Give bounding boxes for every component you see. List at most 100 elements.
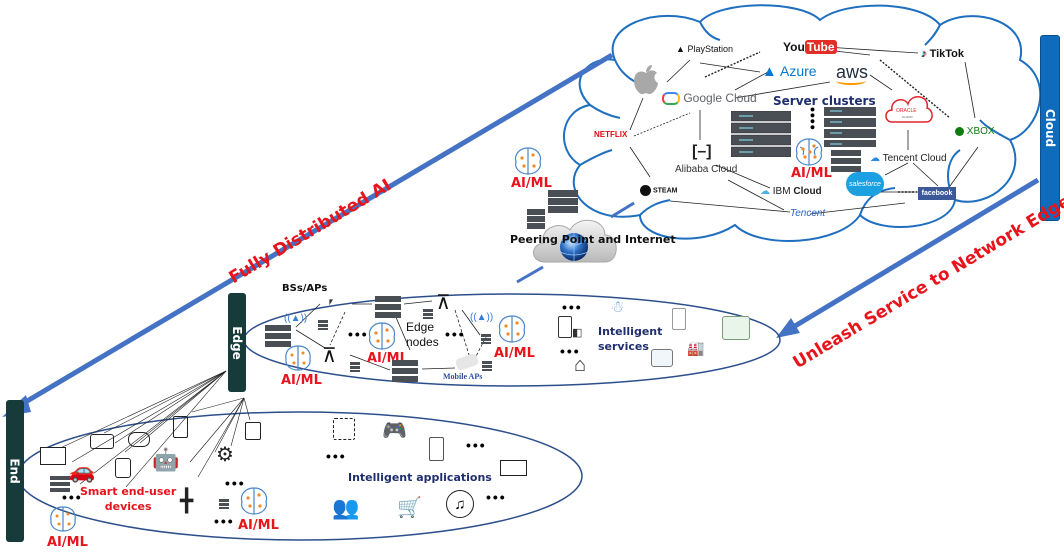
brain-icon xyxy=(498,315,526,343)
end-aiml-label-2: AI/ML xyxy=(238,518,279,533)
playstation-label: PlayStation xyxy=(687,44,733,54)
apps-ellipsis-2: ••• xyxy=(466,437,487,453)
drone-icon: ⎖ xyxy=(326,294,336,308)
connected-car-icon: 🚗 xyxy=(68,458,96,483)
smartphone-landscape-icon xyxy=(90,434,114,449)
oracle-sublabel: CLOUD xyxy=(902,115,913,119)
devices-line1: Smart end-user xyxy=(80,485,177,498)
server-mini-icon xyxy=(219,499,229,509)
mobile-aps-label: Mobile APs xyxy=(443,372,483,381)
cell-tower-icon: ⊼ xyxy=(322,345,337,367)
google-cloud-logo: Google Cloud xyxy=(662,91,757,106)
cloud-inner-arcs xyxy=(579,21,1011,216)
xbox-label: XBOX xyxy=(966,126,995,137)
youtube-you: You xyxy=(783,40,805,54)
tencent-cloud-icon: ☁ xyxy=(870,153,880,164)
end-aiml-label-1: AI/ML xyxy=(47,535,88,550)
services-line1: Intelligent xyxy=(598,325,663,338)
brain-icon xyxy=(285,345,311,371)
tiktok-logo: ♪ TikTok xyxy=(921,48,964,60)
playstation-icon: ▲ xyxy=(676,44,685,54)
end-ellipsis-2: ••• xyxy=(225,475,246,491)
server-mini-icon xyxy=(482,361,492,371)
health-monitor-icon xyxy=(245,422,261,440)
brain-icon xyxy=(240,487,268,515)
intelligent-applications-label: Intelligent applications xyxy=(348,471,492,484)
azure-icon: ▲ xyxy=(762,63,777,80)
google-cloud-icon xyxy=(662,92,680,106)
tier-edge-label: Edge xyxy=(230,325,245,360)
intelligent-services-label: Intelligent services xyxy=(598,324,662,354)
apps-ellipsis-3: ••• xyxy=(486,489,507,505)
peering-edge-link xyxy=(516,265,544,284)
tencent-cloud-label: Tencent Cloud xyxy=(882,153,947,164)
edge-to-end-lines xyxy=(55,370,251,488)
peering-cloud-icon xyxy=(533,220,617,263)
brain-icon xyxy=(368,322,396,350)
ai-smartphone-icon xyxy=(429,437,444,461)
aws-label: aws xyxy=(836,62,869,82)
server-rack-icon xyxy=(265,325,291,347)
fully-distributed-arrow-line xyxy=(10,52,614,413)
edge-nodes-line2: nodes xyxy=(406,335,439,349)
server-rack-icon xyxy=(527,209,545,229)
smart-agriculture-icon xyxy=(722,316,750,340)
brain-icon xyxy=(514,147,542,175)
azure-logo: ▲ Azure xyxy=(762,63,817,80)
vr-headset-icon xyxy=(128,432,150,447)
edge-aiml-label-3: AI/ML xyxy=(494,346,535,361)
ibm-cloud-suffix: Cloud xyxy=(793,186,822,197)
music-icon: ♫ xyxy=(446,490,474,518)
server-mini-icon xyxy=(350,362,360,372)
cloud-outline xyxy=(563,4,1042,242)
server-clusters-title: Server clusters xyxy=(773,94,876,108)
edge-ellipsis-2: ••• xyxy=(445,326,466,342)
unleash-arrow-line xyxy=(783,177,1040,335)
salesforce-logo: salesforce xyxy=(846,172,884,196)
smart-devices-label: Smart end-user devices xyxy=(80,484,176,514)
gamepad-cluster-icon: ☃ xyxy=(610,299,625,316)
bss-aps-label: BSs/APs xyxy=(282,283,328,294)
edge-nodes-line1: Edge xyxy=(406,320,435,334)
tencent-logo: Tencent xyxy=(790,208,826,219)
community-icon: 👥 xyxy=(332,495,360,520)
server-mini-icon xyxy=(318,320,328,330)
xbox-icon xyxy=(955,126,964,136)
face-recognition-icon xyxy=(333,418,355,440)
robot-icon: 🤖 xyxy=(152,447,180,472)
peering-label: Peering Point and Internet xyxy=(510,233,676,246)
shopping-cart-icon: 🛒 xyxy=(397,497,422,519)
devices-line2: devices xyxy=(104,500,152,513)
cloud-peering-link xyxy=(610,201,635,219)
drone-camera-icon: ╋ xyxy=(180,488,194,513)
playstation-logo: ▲ PlayStation xyxy=(676,44,733,54)
camera-icon xyxy=(40,447,66,465)
phone-car-icon xyxy=(558,316,572,338)
cloud-ellipsis: •••• xyxy=(805,107,821,131)
server-rack-icon xyxy=(824,107,876,147)
google-cloud-label: Google Cloud xyxy=(683,91,757,105)
tablet-icon xyxy=(173,416,188,438)
smart-home-icon: ⌂ xyxy=(574,354,587,376)
aws-logo: aws xyxy=(836,62,868,85)
cloud-aiml-label: AI/ML xyxy=(791,166,832,181)
apps-ellipsis-1: ••• xyxy=(326,448,347,464)
oracle-label: ORACLE xyxy=(896,108,917,114)
gamepad-icon: 🎮 xyxy=(382,420,407,442)
mobile-shopping-icon xyxy=(672,308,686,330)
tier-cloud-bar: Cloud xyxy=(1040,35,1060,221)
car-icon: ◧ xyxy=(572,327,583,339)
steam-icon xyxy=(640,185,651,196)
steam-label: STEAM xyxy=(652,187,678,195)
smart-factory-icon: 🏭 xyxy=(687,340,705,356)
brain-icon xyxy=(50,506,76,532)
peering-aiml-label: AI/ML xyxy=(511,176,552,191)
smartwatch-icon xyxy=(115,458,131,478)
ibm-cloud-icon: ☁ xyxy=(760,186,770,197)
aws-smile-icon xyxy=(836,77,866,85)
facebook-logo: facebook xyxy=(918,187,956,200)
steam-logo: STEAM xyxy=(640,185,677,196)
robot-arm-icon: ⚙ xyxy=(216,444,234,466)
